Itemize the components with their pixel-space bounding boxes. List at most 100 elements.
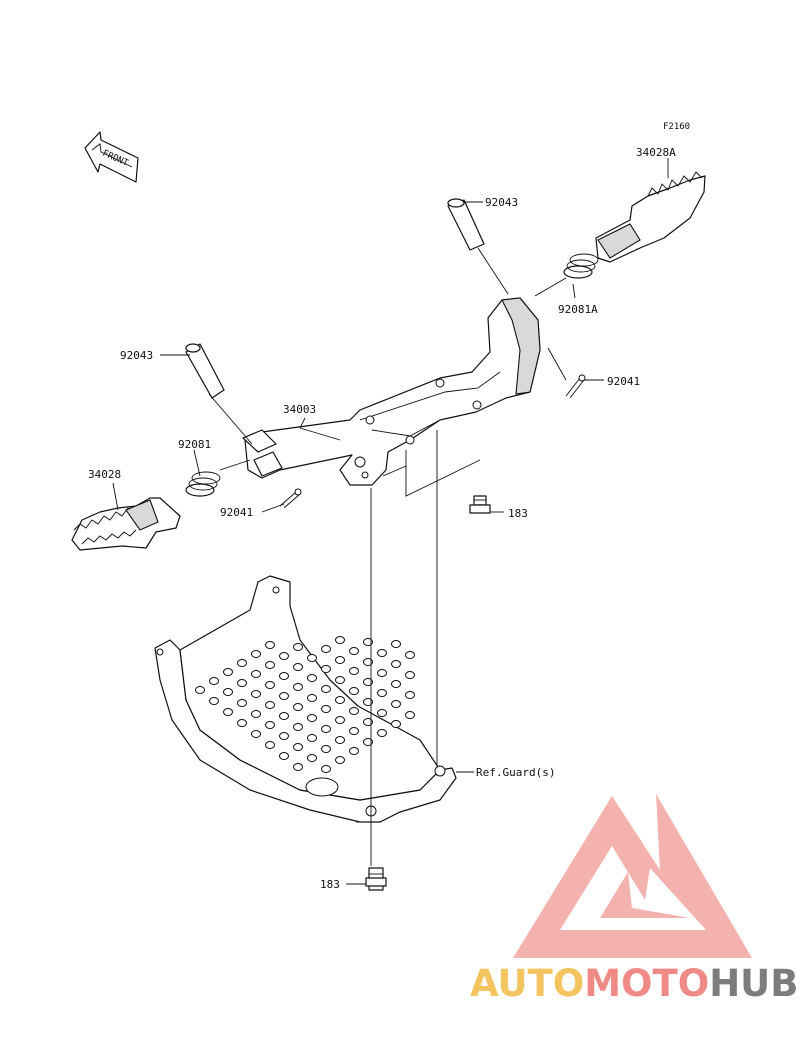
guard-hole xyxy=(391,640,401,648)
guard-hole xyxy=(363,698,373,706)
guard-hole xyxy=(237,699,247,707)
guard-hole xyxy=(349,727,359,735)
lower-bolt xyxy=(365,867,387,891)
guard-hole xyxy=(391,680,401,688)
guard-hole xyxy=(279,652,289,660)
guard-hole xyxy=(251,650,261,658)
guard-hole xyxy=(279,672,289,680)
guard-hole xyxy=(237,719,247,727)
guard-hole xyxy=(321,745,331,753)
callout-92081: 92081 xyxy=(178,438,211,451)
guard-hole xyxy=(335,656,345,664)
callout-92041-right: 92041 xyxy=(607,375,640,388)
guard-hole xyxy=(335,696,345,704)
guard-hole xyxy=(251,710,261,718)
guard-hole xyxy=(405,711,415,719)
guard-hole xyxy=(349,667,359,675)
guard-hole xyxy=(391,700,401,708)
svg-text:AUTOMOTOHUB: AUTOMOTOHUB xyxy=(470,962,798,1005)
guard-hole xyxy=(377,689,387,697)
guard-hole xyxy=(265,641,275,649)
guard-hole xyxy=(321,685,331,693)
guard-hole xyxy=(349,647,359,655)
guard-hole xyxy=(223,668,233,676)
callout-183-lower: 183 xyxy=(320,878,340,891)
guard-hole xyxy=(307,694,317,702)
guard-hole xyxy=(251,690,261,698)
watermark-moto: MOTO xyxy=(584,962,709,1005)
guard-hole xyxy=(391,720,401,728)
guard-hole xyxy=(237,659,247,667)
watermark-text: AUTOMOTOHUB xyxy=(470,962,798,1005)
guard-hole xyxy=(223,688,233,696)
guard-hole xyxy=(265,741,275,749)
guard-hole xyxy=(349,687,359,695)
right-cotter-pin xyxy=(565,374,586,399)
right-footpeg xyxy=(595,171,706,263)
guard-hole xyxy=(293,743,303,751)
guard-hole xyxy=(293,663,303,671)
guard-hole xyxy=(321,765,331,773)
guard-hole xyxy=(335,716,345,724)
watermark-hub: HUB xyxy=(709,962,798,1005)
guard-hole xyxy=(307,714,317,722)
guard-hole xyxy=(349,707,359,715)
watermark-logo xyxy=(513,794,752,958)
guard-hole xyxy=(377,709,387,717)
guard-hole xyxy=(335,736,345,744)
guard-hole xyxy=(349,747,359,755)
guard-hole xyxy=(377,649,387,657)
guard-hole xyxy=(363,678,373,686)
guard-hole xyxy=(363,738,373,746)
guard-hole xyxy=(251,730,261,738)
guard-hole xyxy=(363,638,373,646)
callout-92043-right: 92043 xyxy=(485,196,518,209)
guard-hole xyxy=(265,681,275,689)
guard-hole xyxy=(279,752,289,760)
left-cotter-pin xyxy=(279,488,302,509)
callout-34003: 34003 xyxy=(283,403,316,416)
skid-plate-guard xyxy=(154,575,457,823)
guard-holes xyxy=(195,636,415,773)
callout-92043-left: 92043 xyxy=(120,349,153,362)
guard-hole xyxy=(293,703,303,711)
guard-hole xyxy=(251,670,261,678)
callout-92081a: 92081A xyxy=(558,303,598,316)
right-spring xyxy=(563,253,599,279)
guard-hole xyxy=(321,705,331,713)
guard-hole xyxy=(321,725,331,733)
guard-hole xyxy=(363,658,373,666)
guard-hole xyxy=(293,643,303,651)
guard-hole xyxy=(265,721,275,729)
guard-hole xyxy=(195,686,205,694)
front-arrow-icon: FRONT xyxy=(84,131,139,183)
guard-hole xyxy=(321,665,331,673)
left-pin xyxy=(185,343,225,399)
diagram-code: F2160 xyxy=(663,122,690,132)
guard-hole xyxy=(265,701,275,709)
callout-34028: 34028 xyxy=(88,468,121,481)
guard-hole xyxy=(279,692,289,700)
callout-183-upper: 183 xyxy=(508,507,528,520)
guard-hole xyxy=(405,691,415,699)
guard-hole xyxy=(321,645,331,653)
guard-hole xyxy=(391,660,401,668)
guard-hole xyxy=(363,718,373,726)
guard-hole xyxy=(293,723,303,731)
guard-hole xyxy=(209,677,219,685)
guard-hole xyxy=(307,754,317,762)
guard-hole xyxy=(307,674,317,682)
guard-hole xyxy=(335,636,345,644)
footpeg-bracket xyxy=(242,297,541,486)
callout-ref-guard: Ref.Guard(s) xyxy=(476,766,555,779)
guard-hole xyxy=(293,763,303,771)
guard-hole xyxy=(377,669,387,677)
guard-hole xyxy=(265,661,275,669)
guard-hole xyxy=(377,729,387,737)
guard-hole xyxy=(293,683,303,691)
right-pin xyxy=(447,198,485,251)
guard-hole xyxy=(209,697,219,705)
guard-hole xyxy=(335,676,345,684)
guard-hole xyxy=(307,734,317,742)
